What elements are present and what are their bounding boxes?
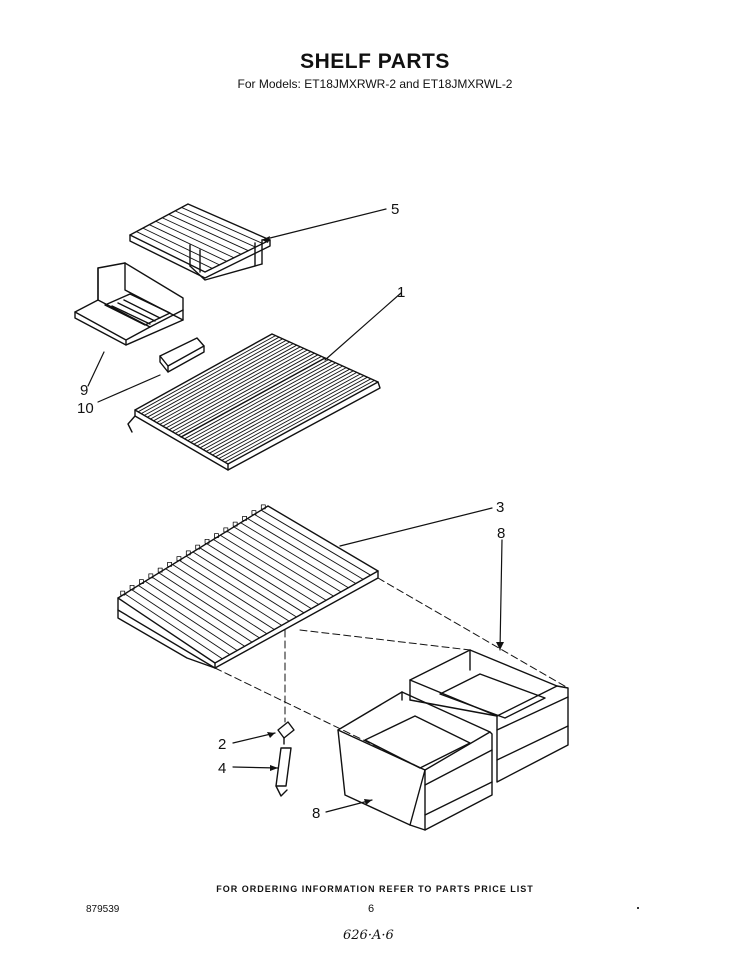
small-wire-shelf-part-5 (129, 203, 271, 281)
callout-3: 3 (496, 499, 504, 516)
shelf-3-notch (232, 521, 238, 527)
shelf-1-wire (212, 373, 361, 456)
shelf-1-wire (153, 343, 294, 422)
shelf-5-wire (181, 206, 264, 245)
shelf-3-notch (260, 504, 266, 510)
shelf-3-notch (157, 567, 163, 573)
shelf-1-wire (218, 376, 368, 460)
shelf-1-wire (143, 338, 284, 416)
shelf-3-notch (223, 527, 229, 533)
shelf-3-notch (251, 510, 257, 516)
bin-part-9 (74, 262, 184, 346)
shelf-3-slat (138, 585, 238, 651)
arrowheads (262, 236, 504, 805)
upper-wire-shelf-part-1 (127, 333, 381, 471)
shelf-3-notch (148, 573, 154, 579)
clip-part-10 (159, 337, 205, 373)
callout-8-lower: 8 (312, 805, 320, 822)
shelf-1-wire (137, 335, 276, 413)
shelf-3-slat (151, 576, 253, 643)
shelf-3-slat (131, 589, 231, 656)
shelf-3-notch (185, 550, 191, 556)
shelf-3-notch (195, 544, 201, 550)
shelf-1-wire (140, 336, 280, 415)
callout-10: 10 (77, 400, 94, 417)
shelf-3-slat (213, 539, 320, 605)
shelf-3-slat (253, 513, 364, 580)
crisper-drawer-part-8-left (337, 691, 493, 831)
shelf-1-wire (199, 367, 347, 449)
shelf-5-wire (142, 227, 220, 266)
shelf-3-slat (158, 572, 260, 639)
shelf-1-wire (184, 359, 329, 440)
callout-2: 2 (218, 736, 226, 753)
callout-5: 5 (391, 201, 399, 218)
handwritten-note: 626·A·6 (343, 928, 394, 943)
shelf-1-wire (193, 363, 340, 445)
shelf-5-wire (168, 213, 249, 252)
shelf-1-wire (205, 370, 354, 452)
shelf-1-wire (208, 371, 358, 454)
shelf-5-wire (155, 220, 235, 259)
shelf-3-slat (247, 518, 357, 584)
ordering-note: FOR ORDERING INFORMATION REFER TO PARTS … (216, 884, 534, 894)
shelf-1-wire (162, 347, 305, 427)
catalog-number: 879539 (86, 904, 120, 915)
page-number: 6 (368, 903, 375, 915)
stray-mark (637, 907, 639, 909)
shelf-3-slat (178, 559, 283, 626)
shelf-3-notch (167, 561, 172, 567)
shelf-3-slat (124, 593, 223, 660)
shelf-1-wire (224, 379, 375, 463)
shelf-1-wire (156, 344, 298, 424)
shelf-1-wire (146, 339, 287, 418)
crisper-drawer-part-8-right (409, 649, 569, 783)
shelf-3-notch (129, 584, 135, 590)
support-post-part-4 (275, 747, 292, 797)
lower-shelf-part-3 (117, 504, 379, 669)
shelf-1-wire (177, 355, 322, 436)
callout-1: 1 (397, 284, 405, 301)
shelf-3-slat (192, 551, 297, 618)
shelf-1-wire (171, 352, 315, 433)
shelf-3-notch (120, 590, 126, 596)
shelf-3-notch (139, 579, 144, 585)
shelf-5-wire (174, 210, 257, 248)
shelf-3-slat (172, 564, 275, 630)
shelf-3-notch (214, 533, 219, 539)
shelf-5-wire (148, 224, 228, 262)
callout-9: 9 (80, 382, 88, 399)
shelf-3-slat (185, 555, 290, 622)
shelf-1-wire (150, 341, 291, 420)
shelf-3-slat (199, 547, 305, 614)
shelf-3-slat (226, 530, 334, 597)
shelf-3-slat (233, 526, 342, 593)
shelf-1-wire (187, 360, 333, 442)
shelf-3-slat (219, 534, 327, 601)
shelf-3-slat (260, 509, 372, 576)
shelf-3-notch (176, 556, 182, 562)
shelf-3-slat (165, 568, 268, 635)
shelf-1-wire (174, 354, 319, 434)
shelf-5-wire (161, 217, 242, 255)
shelf-1-wire (159, 346, 301, 425)
callout-4: 4 (218, 760, 226, 777)
models-subtitle: For Models: ET18JMXRWR-2 and ET18JMXRWL-… (237, 77, 513, 91)
shelf-3-notch (204, 538, 210, 544)
shelf-1-wire (196, 365, 344, 447)
callout-8-upper: 8 (497, 525, 505, 542)
page-title: SHELF PARTS (300, 50, 450, 73)
shelf-3-slat (144, 580, 246, 647)
shelf-1-wire (215, 375, 365, 458)
shelf-1-wire (190, 362, 337, 443)
shelf-3-slat (206, 543, 312, 610)
shelf-1-wire (202, 368, 351, 451)
shelf-3-notch (242, 515, 247, 521)
shelf-1-wire (165, 349, 308, 429)
shelf-1-wire (221, 378, 372, 461)
clip-part-2 (277, 721, 295, 745)
shelf-3-slat (240, 522, 349, 589)
shelf-1-wire (168, 351, 312, 431)
